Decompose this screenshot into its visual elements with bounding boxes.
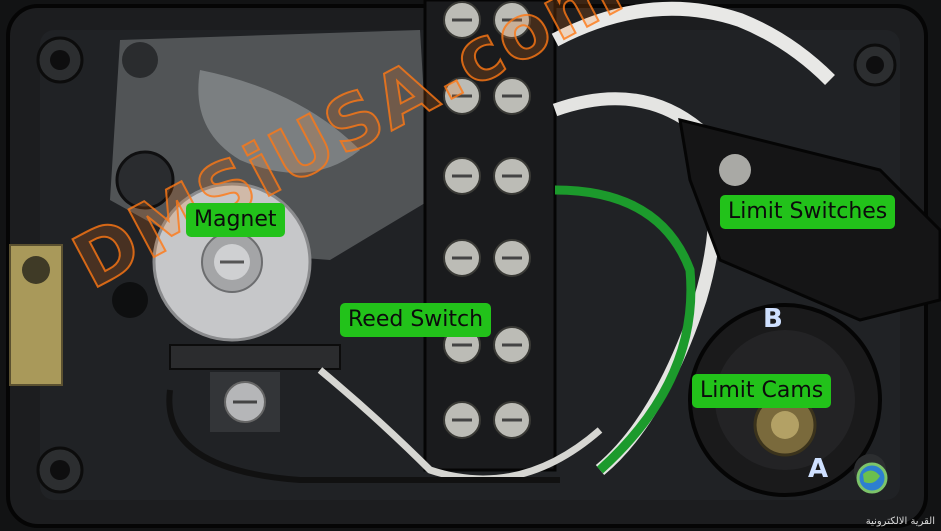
marker-a: A bbox=[808, 454, 829, 484]
limit-switches-label: Limit Switches bbox=[720, 195, 896, 229]
marker-b: B bbox=[763, 304, 783, 334]
limit-cams-label: Limit Cams bbox=[692, 374, 832, 408]
magnet-label: Magnet bbox=[186, 203, 285, 237]
logo-caption: القرية الالكترونية bbox=[865, 516, 935, 527]
reed-switch-label: Reed Switch bbox=[340, 303, 492, 337]
